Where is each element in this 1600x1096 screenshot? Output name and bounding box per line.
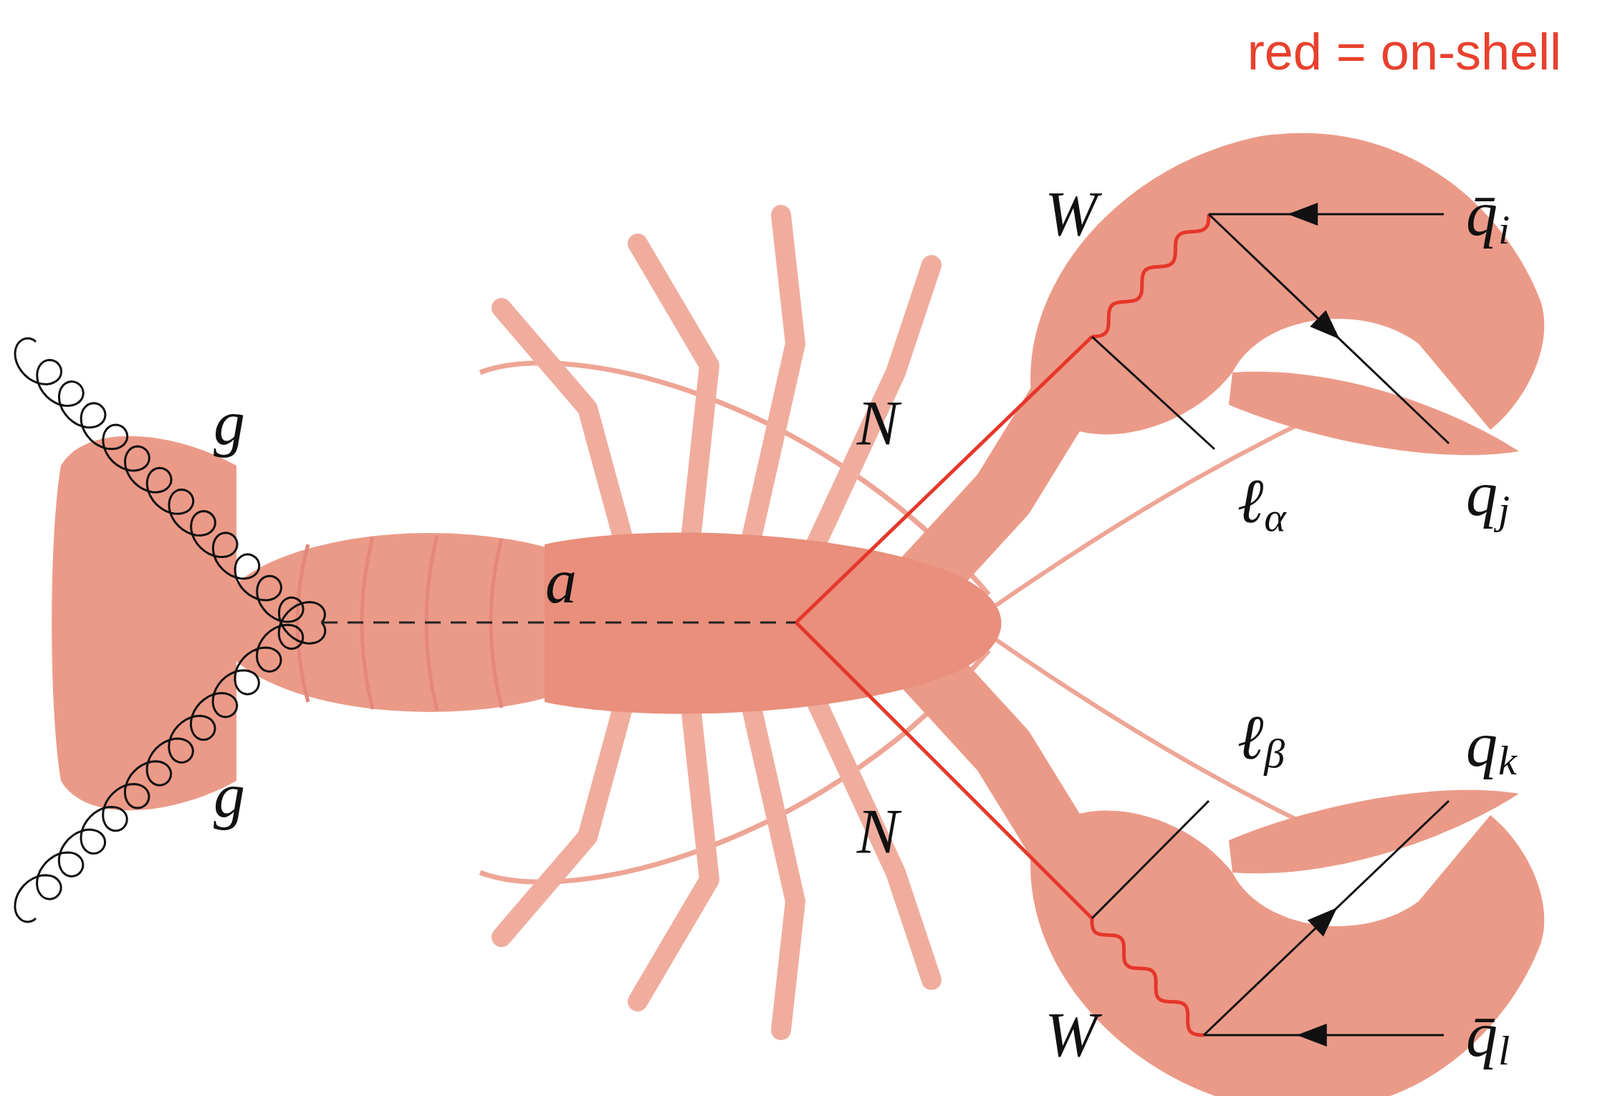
particle-label: ℓ (1237, 470, 1264, 534)
particle-label: g (213, 391, 246, 455)
lobster-leg (802, 265, 932, 574)
subscript: β (1263, 733, 1285, 775)
arrowhead (1307, 907, 1338, 938)
lepton-line (1091, 336, 1215, 450)
arrowhead (1296, 1023, 1328, 1047)
subscript: j (1498, 489, 1510, 531)
particle-label: N (856, 800, 900, 864)
quark-line (1208, 213, 1444, 216)
particle-label: q (1466, 462, 1498, 526)
subscript: α (1263, 496, 1286, 539)
lobster-leg (745, 214, 796, 567)
feynman-lines (15, 202, 1449, 1047)
legend-note: red = on-shell (1247, 25, 1562, 78)
scalar-line (321, 621, 797, 625)
gluon-line (15, 601, 326, 923)
lobster-arm (924, 401, 1061, 581)
lobster-leg (637, 243, 710, 567)
particle-label: N (856, 391, 900, 455)
particle-label: W (1044, 1003, 1097, 1067)
particle-label: a (545, 550, 577, 614)
subscript: k (1498, 740, 1517, 782)
subscript: l (1498, 1030, 1510, 1072)
lobster-body (51, 133, 1545, 1096)
lepton-line (1091, 801, 1209, 919)
particle-label: ℓ (1237, 706, 1264, 770)
particle-label: q̄ (1466, 182, 1498, 246)
quark-line (1203, 801, 1449, 1036)
on-shell-fermion (796, 336, 1092, 623)
particle-label: q̄ (1466, 1003, 1498, 1067)
quark-line (1208, 214, 1449, 444)
arrowhead (1309, 310, 1340, 340)
particle-label: q (1466, 713, 1498, 777)
on-shell-fermion (796, 622, 1092, 919)
gluon-line (15, 338, 326, 644)
particle-label: W (1044, 182, 1097, 246)
on-shell-boson (1091, 918, 1204, 1036)
arrowhead (1287, 202, 1318, 226)
lobster-leg (501, 308, 631, 567)
lobster-tail-fan (51, 436, 237, 812)
lobster-pincer (1228, 371, 1520, 456)
on-shell-boson (1091, 214, 1209, 337)
subscript: i (1498, 209, 1510, 251)
particle-label: g (213, 764, 246, 828)
